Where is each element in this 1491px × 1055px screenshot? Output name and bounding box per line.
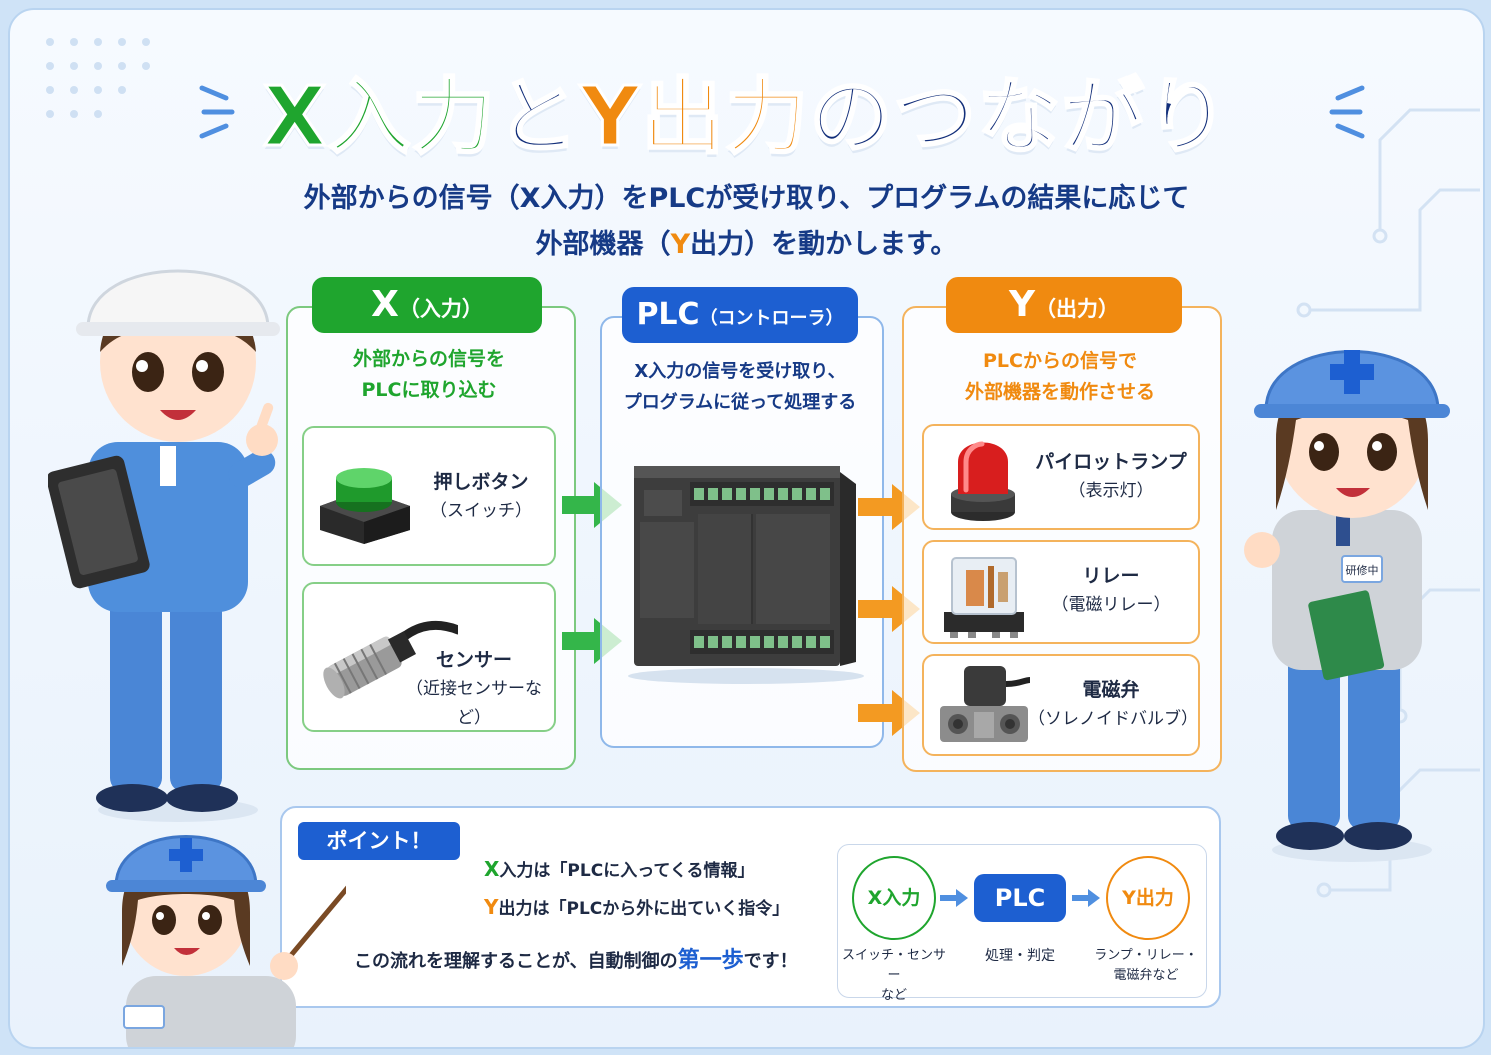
output-panel-header: Y（出力）	[946, 277, 1182, 333]
solenoid-valve-name: 電磁弁	[1082, 679, 1140, 701]
relay-name: リレー	[1082, 565, 1140, 587]
input-desc-line-1: 外部からの信号を	[352, 348, 505, 370]
output-header-sub: （出力）	[1035, 297, 1120, 321]
worker-with-pointer-illustration	[106, 835, 346, 1047]
pilot-lamp-sub: （表示灯）	[1068, 481, 1154, 501]
push-button-label: 押しボタン （スイッチ）	[416, 468, 546, 526]
input-desc-line-2: PLCに取り込む	[361, 379, 497, 401]
sensor-name: センサー	[435, 649, 512, 671]
pilot-lamp-label: パイロットランプ （表示灯）	[1028, 448, 1194, 506]
title-to: と	[495, 69, 581, 167]
subtitle-line-1: 外部からの信号（X入力）をPLCが受け取り、プログラムの結果に応じて	[303, 183, 1190, 214]
subtitle-line-2-y: Y	[670, 229, 691, 260]
worker-blue-helmet-illustration: 研修中	[1244, 350, 1450, 862]
plc-header-sub: （コントローラ）	[699, 308, 844, 329]
input-header-sub: （入力）	[398, 297, 483, 321]
point-line-3-pre: この流れを理解することが、自動制御の	[354, 951, 678, 972]
point-line-2-text: 出力は「PLCから外に出ていく指令」	[498, 899, 790, 919]
sensor-label: センサー （近接センサーなど）	[396, 646, 552, 733]
point-line-2-y: Y	[484, 895, 499, 919]
output-panel-description: PLCからの信号で 外部機器を動作させる	[902, 346, 1218, 408]
title-rest: のつながり	[808, 69, 1230, 167]
flow-arrow-1-icon	[940, 889, 968, 907]
flow-plc-caption: 処理・判定	[985, 948, 1055, 964]
flow-y-caption-2: 電磁弁など	[1113, 968, 1179, 983]
output-desc-line-2: 外部機器を動作させる	[964, 381, 1155, 403]
input-panel-header: X（入力）	[312, 277, 542, 333]
infographic-frame: X入力とY出力のつながり 外部からの信号（X入力）をPLCが受け取り、プログラム…	[8, 8, 1485, 1049]
worker-white-helmet-illustration	[48, 269, 280, 822]
flow-x-caption-2: など	[880, 988, 907, 1003]
relay-sub: （電磁リレー）	[1051, 595, 1171, 615]
input-header-main: X	[371, 284, 399, 325]
flow-x-caption: スイッチ・センサー など	[838, 946, 950, 1006]
solenoid-valve-sub: （ソレノイドバルブ）	[1028, 709, 1198, 729]
flow-plc-pill: PLC	[974, 874, 1066, 922]
pilot-lamp-name: パイロットランプ	[1035, 451, 1187, 473]
point-line-1: X入力は「PLCに入ってくる情報」	[484, 856, 755, 881]
pilot-lamp-icon	[951, 441, 1015, 521]
flow-x-caption-1: スイッチ・センサー	[841, 948, 946, 983]
push-button-sub: （スイッチ）	[430, 501, 532, 521]
input-panel-description: 外部からの信号を PLCに取り込む	[286, 344, 572, 406]
output-item-pilot-lamp: パイロットランプ （表示灯）	[922, 424, 1200, 530]
output-desc-line-1: PLCからの信号で	[983, 350, 1137, 372]
output-header-main: Y	[1008, 284, 1036, 325]
push-button-icon	[320, 468, 410, 544]
flow-y-caption-1: ランプ・リレー・	[1094, 948, 1198, 963]
output-item-relay: リレー （電磁リレー）	[922, 540, 1200, 644]
plc-header-main: PLC	[636, 297, 700, 332]
relay-icon	[944, 557, 1024, 638]
point-line-1-text: 入力は「PLCに入ってくる情報」	[499, 861, 755, 881]
proximity-sensor-icon	[323, 620, 458, 699]
title-x-input: X入力	[262, 69, 497, 167]
sensor-sub: （近接センサーなど）	[406, 679, 542, 728]
plc-panel-description: X入力の信号を受け取り、 プログラムに従って処理する	[600, 356, 880, 418]
flow-y-circle: Y出力	[1106, 856, 1190, 940]
point-line-3: この流れを理解することが、自動制御の第一歩です！	[354, 942, 798, 974]
page-title: X入力とY出力のつながり	[10, 50, 1483, 169]
relay-label: リレー （電磁リレー）	[1028, 562, 1194, 620]
subtitle-line-2: 外部機器（Y出力）を動かします。	[10, 222, 1483, 261]
subtitle-line-2-post: 出力）を動かします。	[690, 229, 958, 260]
flow-y-caption: ランプ・リレー・ 電磁弁など	[1090, 946, 1202, 986]
output-item-solenoid-valve: 電磁弁 （ソレノイドバルブ）	[922, 654, 1200, 756]
plc-desc-line-1: X入力の信号を受け取り、	[634, 361, 846, 382]
input-item-sensor: センサー （近接センサーなど）	[302, 582, 556, 732]
plc-panel-header: PLC（コントローラ）	[622, 287, 858, 343]
worker-blue-helmet-badge-text: 研修中	[1346, 563, 1379, 577]
point-line-3-post: です！	[743, 951, 798, 972]
plc-desc-line-2: プログラムに従って処理する	[623, 392, 857, 413]
solenoid-valve-label: 電磁弁 （ソレノイドバルブ）	[1028, 676, 1198, 734]
plc-controller-icon	[628, 466, 864, 684]
dot-pattern-decoration	[46, 38, 150, 118]
point-line-1-x: X	[484, 857, 500, 881]
subtitle-line-2-pre: 外部機器（	[535, 229, 671, 260]
point-line-2: Y出力は「PLCから外に出ていく指令」	[484, 894, 789, 919]
point-line-3-em: 第一歩	[677, 948, 744, 973]
title-spark-right-icon	[1329, 85, 1365, 139]
title-y-output: Y出力	[579, 69, 810, 167]
push-button-name: 押しボタン	[433, 471, 529, 493]
flow-arrow-2-icon	[1072, 889, 1100, 907]
title-spark-left-icon	[199, 85, 235, 139]
point-tag: ポイント！	[298, 822, 460, 860]
solenoid-valve-icon	[940, 666, 1031, 742]
flow-x-circle: X入力	[852, 856, 936, 940]
input-item-push-button: 押しボタン （スイッチ）	[302, 426, 556, 566]
